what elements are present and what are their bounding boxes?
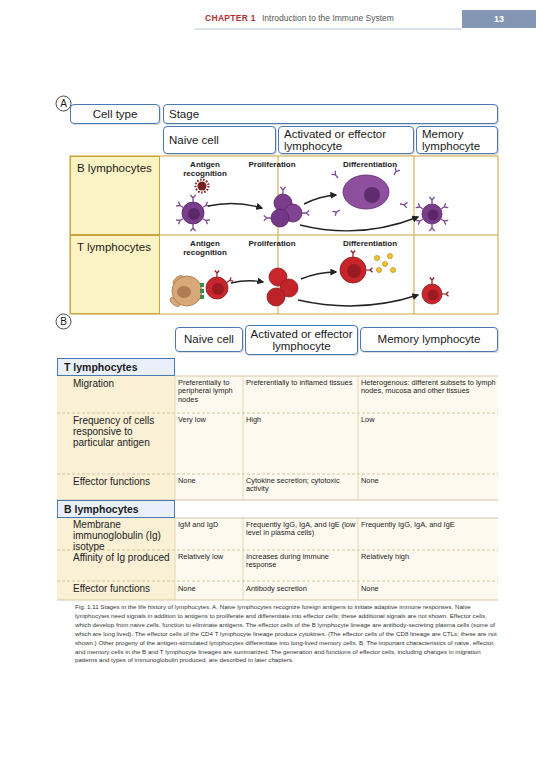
node-text: Memory lymphocyte (422, 128, 497, 153)
header-box: Stage (163, 104, 498, 124)
section-band: B lymphocytes (57, 500, 175, 518)
panel-letter-ring (56, 96, 71, 111)
node-text: B lymphocytes (64, 503, 139, 515)
node-text: Memory lymphocyte (378, 333, 481, 346)
grid-line (414, 156, 415, 314)
table-cell: Very low (178, 416, 241, 424)
table-cell: Relatively low (178, 553, 241, 561)
table-cell: High (246, 416, 356, 424)
row-label: Effector functions (73, 584, 173, 595)
node-text: Activated or effector lymphocyte (246, 328, 357, 353)
section-band: T lymphocytes (57, 358, 175, 376)
table-cell: IgM and IgD (178, 521, 241, 529)
table-cell: Relatively high (361, 553, 496, 561)
stage-header-box: Naive cell (175, 327, 243, 352)
node-text: Naive cell (184, 333, 234, 346)
table-cell: None (178, 477, 241, 485)
node-text: T lymphocytes (64, 361, 138, 373)
row-label: Membrane immunoglobulin (Ig) isotype (73, 520, 173, 552)
row-label: Effector functions (73, 477, 173, 488)
stage-label: Antigen recognition (172, 160, 238, 178)
figure-caption: Fig. 1.11 Stages in the life history of … (75, 603, 498, 665)
header-rule (195, 29, 462, 30)
t-cell-illustration (168, 251, 448, 309)
stage-label: Differentiation (332, 239, 408, 248)
panel-letter: A (57, 97, 70, 110)
table-cell: Antibody secretion (246, 585, 356, 593)
panel-letter-ring (56, 314, 71, 329)
stage-label: Proliferation (242, 160, 302, 169)
table-cell: Low (361, 416, 496, 424)
running-head: Introduction to the Immune System (262, 13, 442, 23)
node-text: Cell type (93, 108, 138, 121)
row-label: Migration (73, 379, 173, 390)
table-cell: None (361, 477, 496, 485)
stage-header-box: Naive cell (163, 126, 276, 154)
stage-header-box: Activated or effector lymphocyte (278, 126, 414, 154)
summary-table-grid (57, 376, 498, 600)
page-number: 13 (462, 10, 536, 28)
row-label: Frequency of cells responsive to particu… (73, 416, 173, 448)
table-cell: Cytokine secretion; cytotoxic activity (246, 477, 356, 494)
node-text: Activated or effector lymphocyte (284, 128, 413, 153)
table-cell: None (361, 585, 496, 593)
panel-letter: B (57, 315, 70, 328)
cell-type-cell: T lymphocytes (70, 235, 160, 314)
node-text: Naive cell (169, 134, 219, 147)
row-label: Affinity of Ig produced (73, 553, 173, 564)
table-cell: None (178, 585, 241, 593)
node-text: B lymphocytes (77, 162, 152, 175)
stage-label: Proliferation (242, 239, 302, 248)
table-cell: Preferentially to peripheral lymph nodes (178, 379, 241, 404)
table-frame (70, 156, 498, 314)
table-cell: Frequently IgG, IgA, and IgE (361, 521, 496, 529)
running-head: CHAPTER 1 (205, 13, 263, 23)
cell-type-cell: B lymphocytes (70, 156, 160, 235)
header-box: Cell type (70, 104, 160, 124)
node-text: T lymphocytes (77, 241, 151, 254)
stage-label: Differentiation (332, 160, 408, 169)
stage-header-box: Memory lymphocyte (360, 327, 498, 352)
stage-header-box: Memory lymphocyte (416, 126, 498, 154)
node-text: Stage (169, 108, 199, 121)
table-cell: Increases during immune response (246, 553, 356, 570)
stage-header-box: Activated or effector lymphocyte (245, 325, 358, 355)
table-cell: Frequently IgG, IgA, and IgE (low level … (246, 521, 356, 538)
stage-label: Antigen recognition (172, 239, 238, 257)
table-cell: Heterogenous: different subsets to lymph… (361, 379, 496, 396)
table-cell: Preferentially to inflamed tissues (246, 379, 356, 387)
